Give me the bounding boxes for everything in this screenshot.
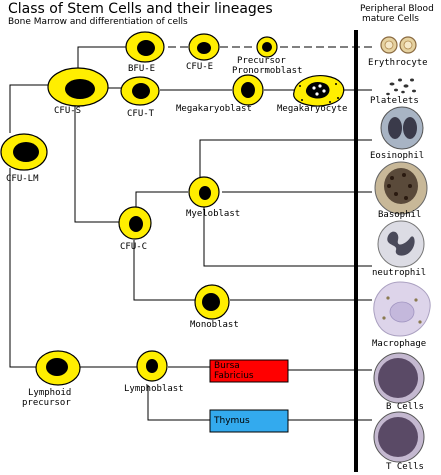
thymus-label: Thymus <box>214 416 250 426</box>
precursor-label: Precursor <box>237 56 286 66</box>
t-cells-label: T Cells <box>386 462 424 472</box>
connector-lines <box>9 46 372 421</box>
cfu-lm-cell <box>0 133 48 171</box>
megakaryocyte-cell <box>293 75 345 107</box>
neutrophil-image <box>377 220 425 268</box>
platelets-label: Platelets <box>370 96 419 106</box>
fabricius-label: Fabricius <box>214 371 254 381</box>
myeloblast-label: Myeloblast <box>186 209 241 219</box>
cfu-e-cell <box>188 33 220 61</box>
myeloblast-cell <box>188 176 220 208</box>
megakaryocyte-label: Megakaryocyte <box>277 104 348 114</box>
erythrocyte-image <box>380 36 417 54</box>
macrophage-image <box>373 281 431 337</box>
cfu-lm-label: CFU-LM <box>6 174 39 184</box>
cfu-s-cell <box>47 67 109 107</box>
precursor-cell <box>256 36 278 58</box>
bursa-label: Bursa <box>214 361 240 371</box>
neutrophil-label: neutrophil <box>372 268 427 278</box>
basophil-label: Basophil <box>378 210 422 220</box>
pronormoblast-label: Pronormoblast <box>232 66 303 76</box>
cfu-e-label: CFU-E <box>186 62 214 72</box>
b-cell-image <box>373 352 425 404</box>
diagram-subtitle: Bone Marrow and differentiation of cells <box>8 17 188 27</box>
basophil-image <box>374 161 428 215</box>
peripheral-title-line2: mature Cells <box>362 14 419 24</box>
cfu-t-cell <box>120 76 160 106</box>
cfu-c-cell <box>118 206 152 240</box>
bfu-e-label: BFU-E <box>128 64 156 74</box>
cfu-s-label: CFU-S <box>54 106 82 116</box>
lymphoblast-label: Lymphoblast <box>124 384 184 394</box>
peripheral-title-line1: Peripheral Blood <box>360 4 434 14</box>
lymphoid-label: Lymphoid <box>28 388 72 398</box>
bfu-e-cell <box>125 31 165 63</box>
megakaryoblast-cell <box>232 74 264 106</box>
lymphoblast-cell <box>136 350 168 382</box>
eosinophil-image <box>380 106 424 150</box>
cfu-t-label: CFU-T <box>127 109 155 119</box>
platelets-image <box>386 78 416 96</box>
macrophage-label: Macrophage <box>372 339 427 349</box>
thymus-box <box>209 409 289 433</box>
diagram-title: Class of Stem Cells and their lineages <box>8 1 273 17</box>
bursa-fabricius-box <box>209 359 289 383</box>
erythrocyte-label: Erythrocyte <box>368 58 428 68</box>
precursor-lymphoid-label: precursor <box>22 398 71 408</box>
lymphoid-precursor-cell <box>35 350 81 386</box>
cfu-c-label: CFU-C <box>120 242 148 252</box>
megakaryoblast-label: Megakaryoblast <box>176 104 252 114</box>
t-cell-image <box>373 411 425 463</box>
monoblast-label: Monoblast <box>190 320 239 330</box>
b-cells-label: B Cells <box>386 402 424 412</box>
monoblast-cell <box>194 284 230 320</box>
eosinophil-label: Eosinophil <box>370 151 425 161</box>
